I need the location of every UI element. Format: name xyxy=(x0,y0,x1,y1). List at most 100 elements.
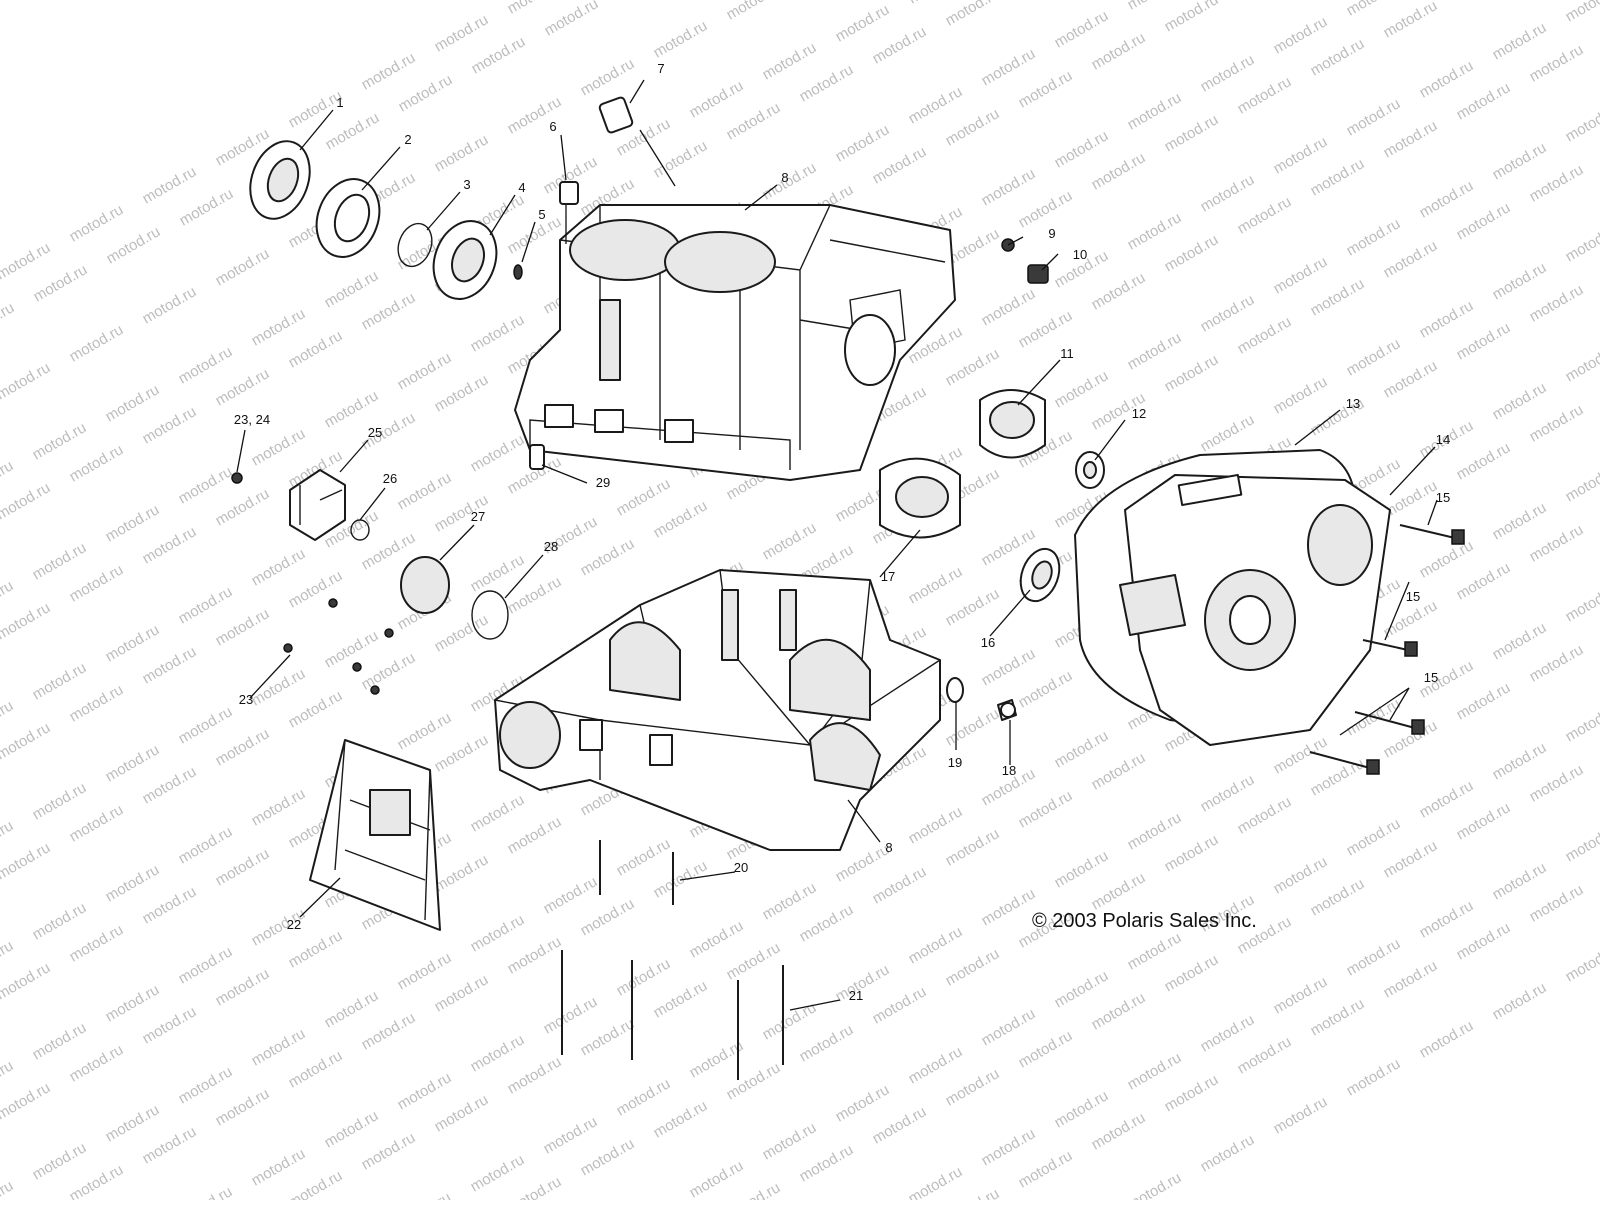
watermark-text: motod.ru xyxy=(1417,897,1477,941)
watermark-text: motod.ru xyxy=(1344,215,1404,259)
watermark-text: motod.ru xyxy=(1344,335,1404,379)
watermark-text: motod.ru xyxy=(1527,761,1587,805)
watermark-text: motod.ru xyxy=(1417,1017,1477,1061)
watermark-text: motod.ru xyxy=(1016,667,1076,711)
watermark-text: motod.ru xyxy=(1344,815,1404,859)
watermark-text: motod.ru xyxy=(432,1091,492,1135)
watermark-text: motod.ru xyxy=(249,1145,309,1189)
watermark-text: motod.ru xyxy=(395,469,455,513)
watermark-text: motod.ru xyxy=(541,1113,601,1157)
watermark-text: motod.ru xyxy=(943,0,1003,29)
watermark-text: motod.ru xyxy=(1016,1147,1076,1191)
watermark-text: motod.ru xyxy=(432,851,492,895)
watermark-text: motod.ru xyxy=(1381,117,1441,161)
watermark-text: motod.ru xyxy=(67,321,127,365)
watermark-text: motod.ru xyxy=(432,371,492,415)
watermark-text: motod.ru xyxy=(359,649,419,693)
watermark-text: motod.ru xyxy=(578,895,638,939)
watermark-text: motod.ru xyxy=(0,719,53,763)
watermark-text: motod.ru xyxy=(578,535,638,579)
watermark-text: motod.ru xyxy=(1381,957,1441,1001)
watermark-text: motod.ru xyxy=(1527,281,1587,325)
watermark-text: motod.ru xyxy=(103,1101,163,1145)
watermark-text: motod.ru xyxy=(395,1189,455,1200)
watermark-text: motod.ru xyxy=(505,1053,565,1097)
watermark-text: motod.ru xyxy=(724,0,784,23)
watermark-text: motod.ru xyxy=(651,1097,711,1141)
watermark-text: motod.ru xyxy=(1490,19,1550,63)
watermark-text: motod.ru xyxy=(797,61,857,105)
watermark-text: motod.ru xyxy=(1162,231,1222,275)
watermark-text: motod.ru xyxy=(0,1079,53,1123)
callout-8-lower: 8 xyxy=(885,840,892,855)
watermark-text: motod.ru xyxy=(1563,0,1600,25)
watermark-text: motod.ru xyxy=(468,311,528,355)
callout-21: 21 xyxy=(849,988,863,1003)
watermark-text: motod.ru xyxy=(651,137,711,181)
watermark-text: motod.ru xyxy=(1344,935,1404,979)
watermark-text: motod.ru xyxy=(578,1015,638,1059)
watermark-text: motod.ru xyxy=(1016,1027,1076,1071)
watermark-text: motod.ru xyxy=(1563,941,1600,985)
watermark-text: motod.ru xyxy=(1563,821,1600,865)
watermark-text: motod.ru xyxy=(943,1065,1003,1109)
upper-crankcase xyxy=(515,205,955,480)
watermark-text: motod.ru xyxy=(1016,187,1076,231)
watermark-text: motod.ru xyxy=(322,267,382,311)
watermark-text: motod.ru xyxy=(578,1135,638,1179)
watermark-text: motod.ru xyxy=(0,479,53,523)
watermark-text: motod.ru xyxy=(176,1063,236,1107)
watermark-text: motod.ru xyxy=(1381,837,1441,881)
watermark-text: motod.ru xyxy=(1417,177,1477,221)
watermark-text: motod.ru xyxy=(1052,727,1112,771)
watermark-text: motod.ru xyxy=(541,873,601,917)
watermark-text: motod.ru xyxy=(140,1123,200,1167)
watermark-text: motod.ru xyxy=(760,519,820,563)
watermark-text: motod.ru xyxy=(724,99,784,143)
watermark-text: motod.ru xyxy=(760,879,820,923)
watermark-text: motod.ru xyxy=(687,1157,747,1200)
watermark-text: motod.ru xyxy=(1417,537,1477,581)
watermark-text: motod.ru xyxy=(67,801,127,845)
watermark-text: motod.ru xyxy=(432,11,492,55)
watermark-text: motod.ru xyxy=(67,201,127,245)
watermark-text: motod.ru xyxy=(0,817,16,861)
callout-15-top: 15 xyxy=(1436,490,1450,505)
watermark-text: motod.ru xyxy=(140,163,200,207)
watermark-text: motod.ru xyxy=(1527,161,1587,205)
watermark-text: motod.ru xyxy=(1454,79,1514,123)
watermark-text: motod.ru xyxy=(1235,793,1295,837)
watermark-text: motod.ru xyxy=(1162,1071,1222,1115)
watermark-text: motod.ru xyxy=(870,143,930,187)
watermark-text: motod.ru xyxy=(1271,1093,1331,1137)
watermark-text: motod.ru xyxy=(1308,155,1368,199)
watermark-text: motod.ru xyxy=(1125,929,1185,973)
watermark-text: motod.ru xyxy=(1235,1033,1295,1077)
watermark-text: motod.ru xyxy=(213,965,273,1009)
watermark-text: motod.ru xyxy=(432,131,492,175)
watermark-text: motod.ru xyxy=(1089,989,1149,1033)
watermark-text: motod.ru xyxy=(906,803,966,847)
watermark-text: motod.ru xyxy=(213,725,273,769)
watermark-text: motod.ru xyxy=(651,977,711,1021)
watermark-text: motod.ru xyxy=(1527,521,1587,565)
watermark-text: motod.ru xyxy=(833,1081,893,1125)
watermark-text: motod.ru xyxy=(468,911,528,955)
watermark-text: motod.ru xyxy=(505,933,565,977)
watermark-text: motod.ru xyxy=(176,343,236,387)
watermark-text: motod.ru xyxy=(1198,411,1258,455)
watermark-text: motod.ru xyxy=(286,687,346,731)
watermark-text: motod.ru xyxy=(1417,297,1477,341)
watermark-text: motod.ru xyxy=(468,551,528,595)
watermark-text: motod.ru xyxy=(906,923,966,967)
watermark-text: motod.ru xyxy=(651,497,711,541)
watermark-text: motod.ru xyxy=(249,785,309,829)
copyright-notice: © 2003 Polaris Sales Inc. xyxy=(1032,910,1257,932)
watermark-text: motod.ru xyxy=(140,523,200,567)
watermark-text: motod.ru xyxy=(0,839,53,883)
callout-15-middle: 15 xyxy=(1406,589,1420,604)
watermark-text: motod.ru xyxy=(67,561,127,605)
watermark-text: motod.ru xyxy=(468,431,528,475)
watermark-text: motod.ru xyxy=(1308,875,1368,919)
watermark-text: motod.ru xyxy=(1563,461,1600,505)
